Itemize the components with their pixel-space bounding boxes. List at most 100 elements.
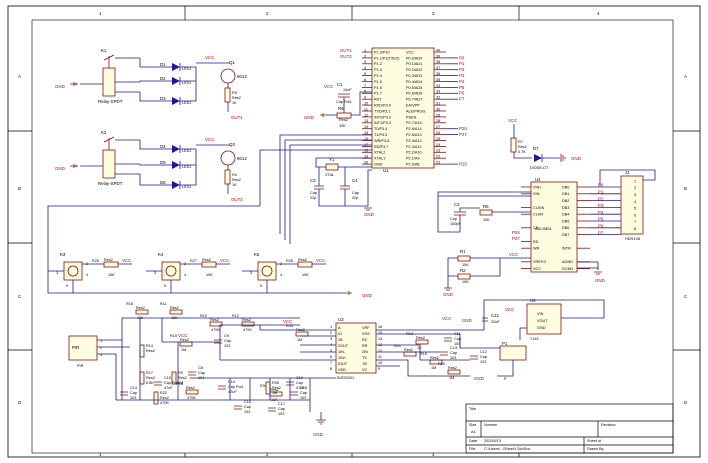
biss-pin-num: 5: [330, 349, 332, 353]
mcu-pin-num: 32: [436, 96, 440, 100]
net-out1: OUT1: [340, 48, 352, 53]
svg-text:VCC: VCC: [509, 252, 518, 257]
adc-pin-name: DB1: [562, 192, 569, 196]
mcu-pin-num: 36: [436, 72, 440, 76]
mcu-pin-num: 35: [436, 78, 440, 82]
col-label-1b: 1: [99, 452, 102, 457]
svg-text:VIN: VIN: [537, 312, 544, 316]
mcu-pin-name: P2.3/A11: [406, 145, 421, 149]
mcu-pin-name: VCC: [406, 50, 414, 54]
svg-text:GND: GND: [474, 376, 484, 381]
biss-pin-name: 2IN: [362, 350, 368, 354]
mcu-pin-name: P2.1/A9: [406, 157, 420, 161]
biss-pin-num: 12: [378, 349, 382, 353]
svg-text:C2: C2: [454, 202, 460, 207]
mcu-pin-name: RST: [374, 98, 382, 102]
svg-text:VCC: VCC: [316, 258, 325, 263]
biss-pin-name: IOUT: [338, 362, 348, 366]
svg-text:9012: 9012: [237, 74, 247, 79]
svg-text:1M: 1M: [297, 338, 302, 342]
svg-text:Res2: Res2: [518, 145, 527, 149]
mcu-pin-name: P0.4/AD4: [406, 80, 422, 84]
size-value: A4: [471, 430, 476, 434]
svg-text:K4: K4: [158, 252, 164, 257]
svg-text:Res2: Res2: [160, 396, 169, 400]
row-label-b-r: B: [684, 186, 687, 191]
mcu-pin-name: P2.4/A12: [406, 139, 422, 143]
svg-text:C4: C4: [352, 178, 358, 183]
svg-text:R34: R34: [260, 384, 267, 388]
svg-text:103: 103: [130, 396, 136, 400]
mcu-pin-name: P1.2: [374, 62, 382, 66]
svg-text:Res2: Res2: [242, 318, 251, 322]
out1-label: OUT1: [231, 115, 243, 120]
adc-pin-name: VIN-: [533, 192, 541, 196]
out2-label: OUT2: [231, 197, 243, 202]
mcu-pin-num: 21: [436, 161, 440, 165]
svg-text:R18: R18: [176, 382, 183, 386]
svg-text:Res2: Res2: [339, 118, 348, 122]
biss-pin-name: VDD: [338, 368, 346, 372]
svg-text:22p: 22p: [352, 196, 358, 200]
col-label-2b: 2: [266, 452, 269, 457]
svg-text:U4: U4: [535, 177, 541, 182]
mcu-pin-name: RXD/P3.0: [374, 104, 391, 108]
col-label-4: 4: [597, 11, 600, 16]
svg-text:Cap: Cap: [352, 191, 359, 195]
gnd-label: GND: [55, 84, 65, 89]
svg-text:GND: GND: [443, 292, 453, 297]
svg-text:103: 103: [244, 410, 250, 414]
svg-text:R4: R4: [232, 173, 237, 177]
file-value: C:\Users\...\Sheet1.SchDoc: [484, 447, 531, 451]
mcu-pin-name: EA/VPP: [406, 104, 420, 108]
adc-net-label: P2: [598, 196, 604, 201]
svg-text:XTAL: XTAL: [325, 173, 334, 177]
mcu-pin-name: P1.5: [374, 80, 382, 84]
biss-pin-name: VSS: [362, 332, 370, 336]
adc-pin-name: CS: [533, 226, 539, 230]
mcu-pin-num: 1: [364, 48, 366, 52]
svg-text:R33: R33: [286, 324, 293, 328]
svg-text:470K: 470K: [243, 328, 252, 332]
row-labels: A B C D A B C D: [8, 74, 700, 405]
col-label-1: 1: [99, 11, 102, 16]
svg-text:J1: J1: [625, 170, 630, 175]
svg-text:Res2: Res2: [416, 336, 425, 340]
header-pin: 3: [634, 193, 636, 197]
net-out2: OUT2: [340, 54, 352, 59]
inner-border: [31, 19, 674, 454]
buzzer: [499, 345, 527, 361]
adc-pin-name: CLKIN: [533, 206, 544, 210]
svg-text:LED1: LED1: [182, 185, 192, 189]
svg-text:Res2: Res2: [186, 386, 195, 390]
mcu-pin-name: P0.1/AD1: [406, 62, 422, 66]
svg-text:10uF: 10uF: [343, 88, 352, 92]
svg-text:C3: C3: [310, 178, 316, 183]
biss-pin-name: VC: [362, 368, 368, 372]
svg-text:LED1: LED1: [182, 165, 192, 169]
row-label-c: C: [18, 294, 21, 299]
led-d2: D2 LED1: [160, 76, 192, 85]
svg-text:470K: 470K: [187, 396, 196, 400]
mcu-pin-name: P2.6/A14: [406, 127, 422, 131]
svg-text:C12: C12: [480, 350, 487, 354]
mcu-pin-num: 9: [364, 96, 366, 100]
mcu-net-label: P5: [459, 85, 465, 90]
svg-text:1M: 1M: [178, 381, 183, 385]
adc-net-label: P6: [598, 224, 604, 229]
svg-text:Res2: Res2: [298, 258, 307, 262]
svg-text:R16: R16: [126, 302, 133, 306]
mcu-pin-num: 4: [364, 66, 366, 70]
mcu-pin-name: XTAL2: [374, 151, 385, 155]
